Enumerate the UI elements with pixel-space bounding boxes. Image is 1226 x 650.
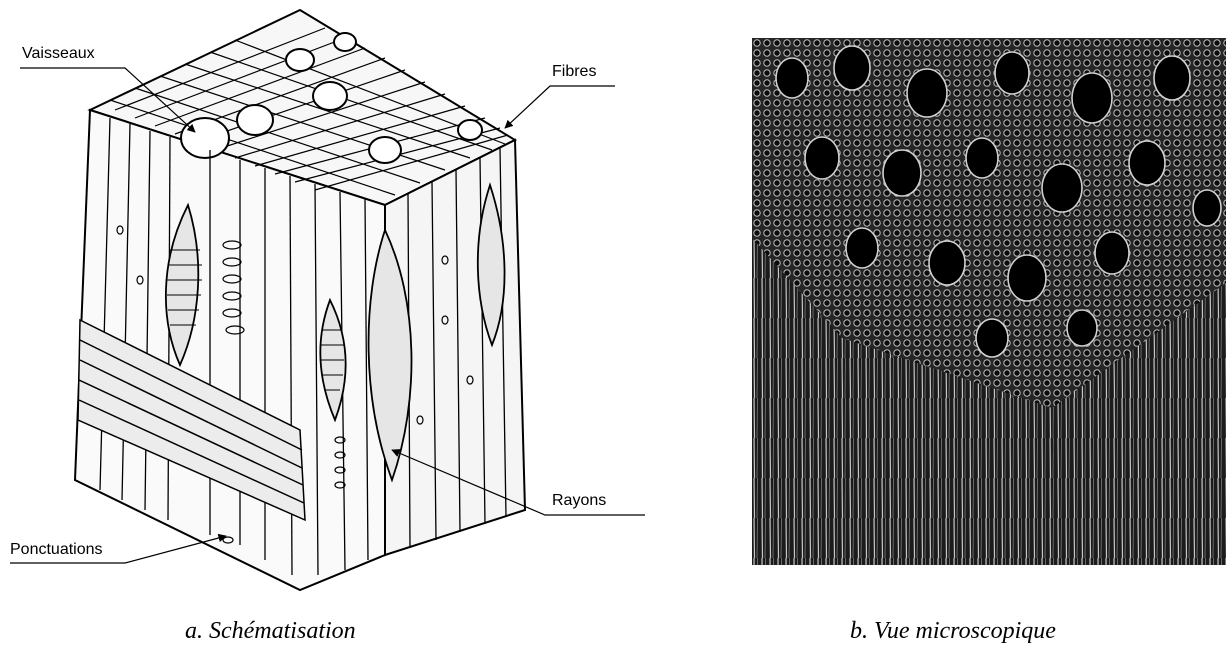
vessels-label: Vaisseaux (22, 45, 95, 63)
caption-microscopic: b. Vue microscopique (850, 618, 1056, 645)
pits-label: Ponctuations (10, 541, 103, 559)
caption-schematic: a. Schématisation (185, 618, 356, 645)
rays-label: Rayons (552, 492, 606, 510)
fibres-label: Fibres (552, 63, 596, 81)
fibres-leader (505, 86, 615, 128)
wood-structure-schematic (0, 0, 720, 600)
microscopic-view-image (752, 38, 1226, 565)
